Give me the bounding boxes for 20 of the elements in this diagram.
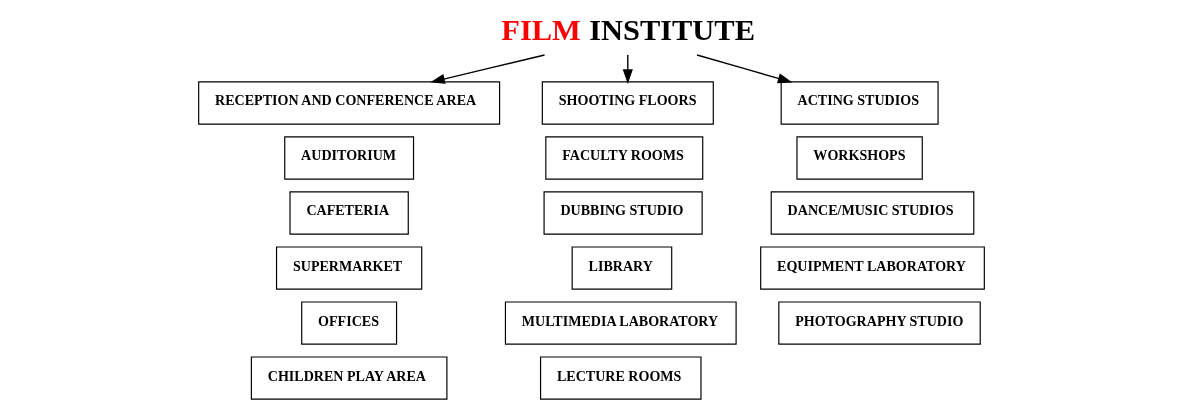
- node-box: DANCE/MUSIC STUDIOS: [770, 191, 974, 235]
- node-box: MULTIMEDIA LABORATORY: [504, 301, 737, 345]
- node-box: LIBRARY: [571, 246, 672, 290]
- arrow: [695, 54, 792, 84]
- node-box: SUPERMARKET: [275, 246, 422, 290]
- node-box: RECEPTION AND CONFERENCE AREA: [197, 81, 500, 125]
- node-box: OFFICES: [300, 301, 397, 345]
- node-text: FILM INSTITUTE: [500, 13, 755, 48]
- node-box: SHOOTING FLOORS: [541, 81, 714, 125]
- node-box: AUDITORIUM: [283, 136, 414, 180]
- node-box: ACTING STUDIOS: [780, 81, 939, 125]
- arrow: [429, 54, 545, 84]
- node-box: PHOTOGRAPHY STUDIO: [777, 301, 981, 345]
- node-box: CHILDREN PLAY AREA: [250, 356, 447, 400]
- node-box: LECTURE ROOMS: [539, 356, 702, 400]
- node-box: FACULTY ROOMS: [544, 136, 703, 180]
- node-box: DUBBING STUDIO: [543, 191, 703, 235]
- node-box: WORKSHOPS: [795, 136, 923, 180]
- node-box: EQUIPMENT LABORATORY: [759, 246, 985, 290]
- node-box: CAFETERIA: [288, 191, 409, 235]
